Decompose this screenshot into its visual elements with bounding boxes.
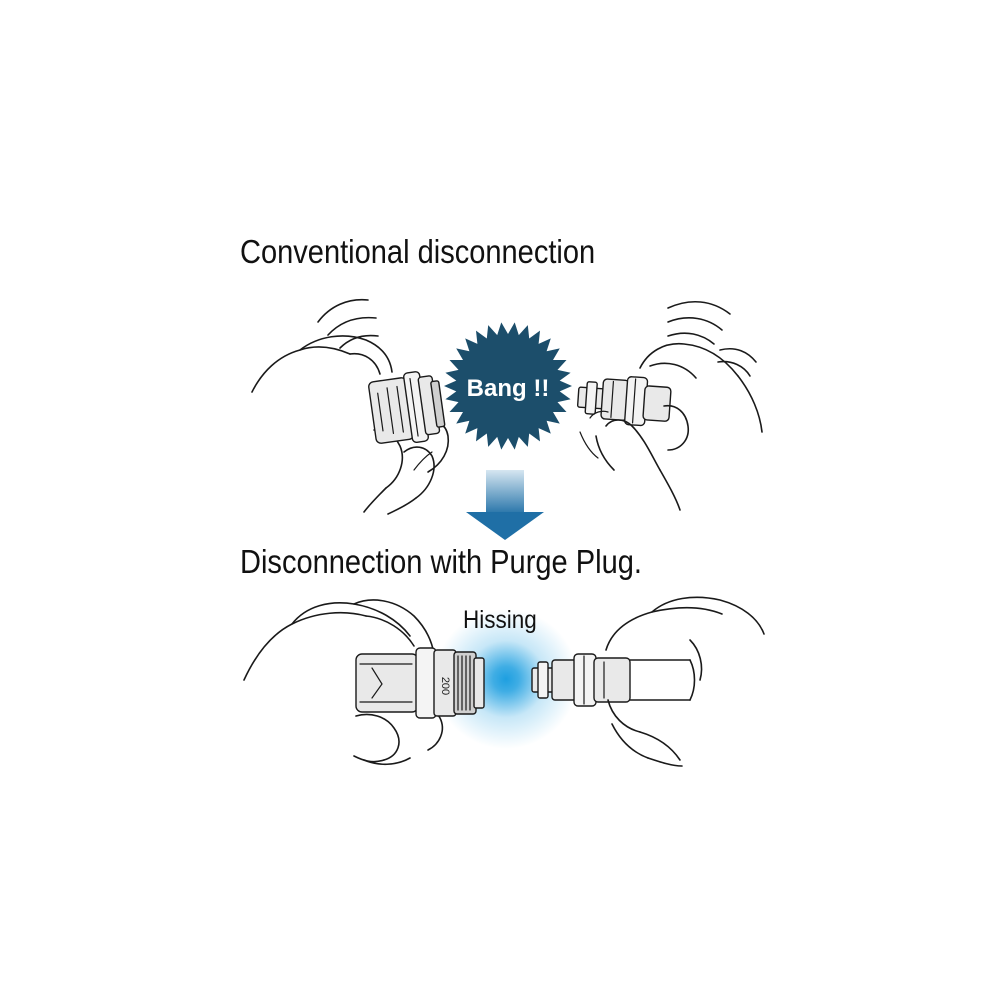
down-arrow [466,470,544,540]
ring-marking: 200 [439,677,451,695]
bang-label: Bang !! [467,375,550,402]
purge-scene: 200 [243,596,765,767]
conventional-scene: Bang !! [251,298,763,540]
right-hand-top [579,343,763,511]
right-hand-bottom [605,596,765,767]
motion-lines-right [667,300,757,377]
coupler-plug-top [576,376,672,427]
heading-conventional: Conventional disconnection [240,233,596,270]
hose-right [629,659,696,701]
coupler-socket-top [368,371,446,444]
coupler-socket-bottom: 200 [355,647,485,719]
bang-burst: Bang !! [444,322,572,450]
hissing-label: Hissing [463,606,537,634]
coupler-plug-bottom [531,653,631,707]
left-hand-bottom [243,599,444,766]
heading-purge: Disconnection with Purge Plug. [240,543,642,580]
knurled-ring [457,655,471,711]
